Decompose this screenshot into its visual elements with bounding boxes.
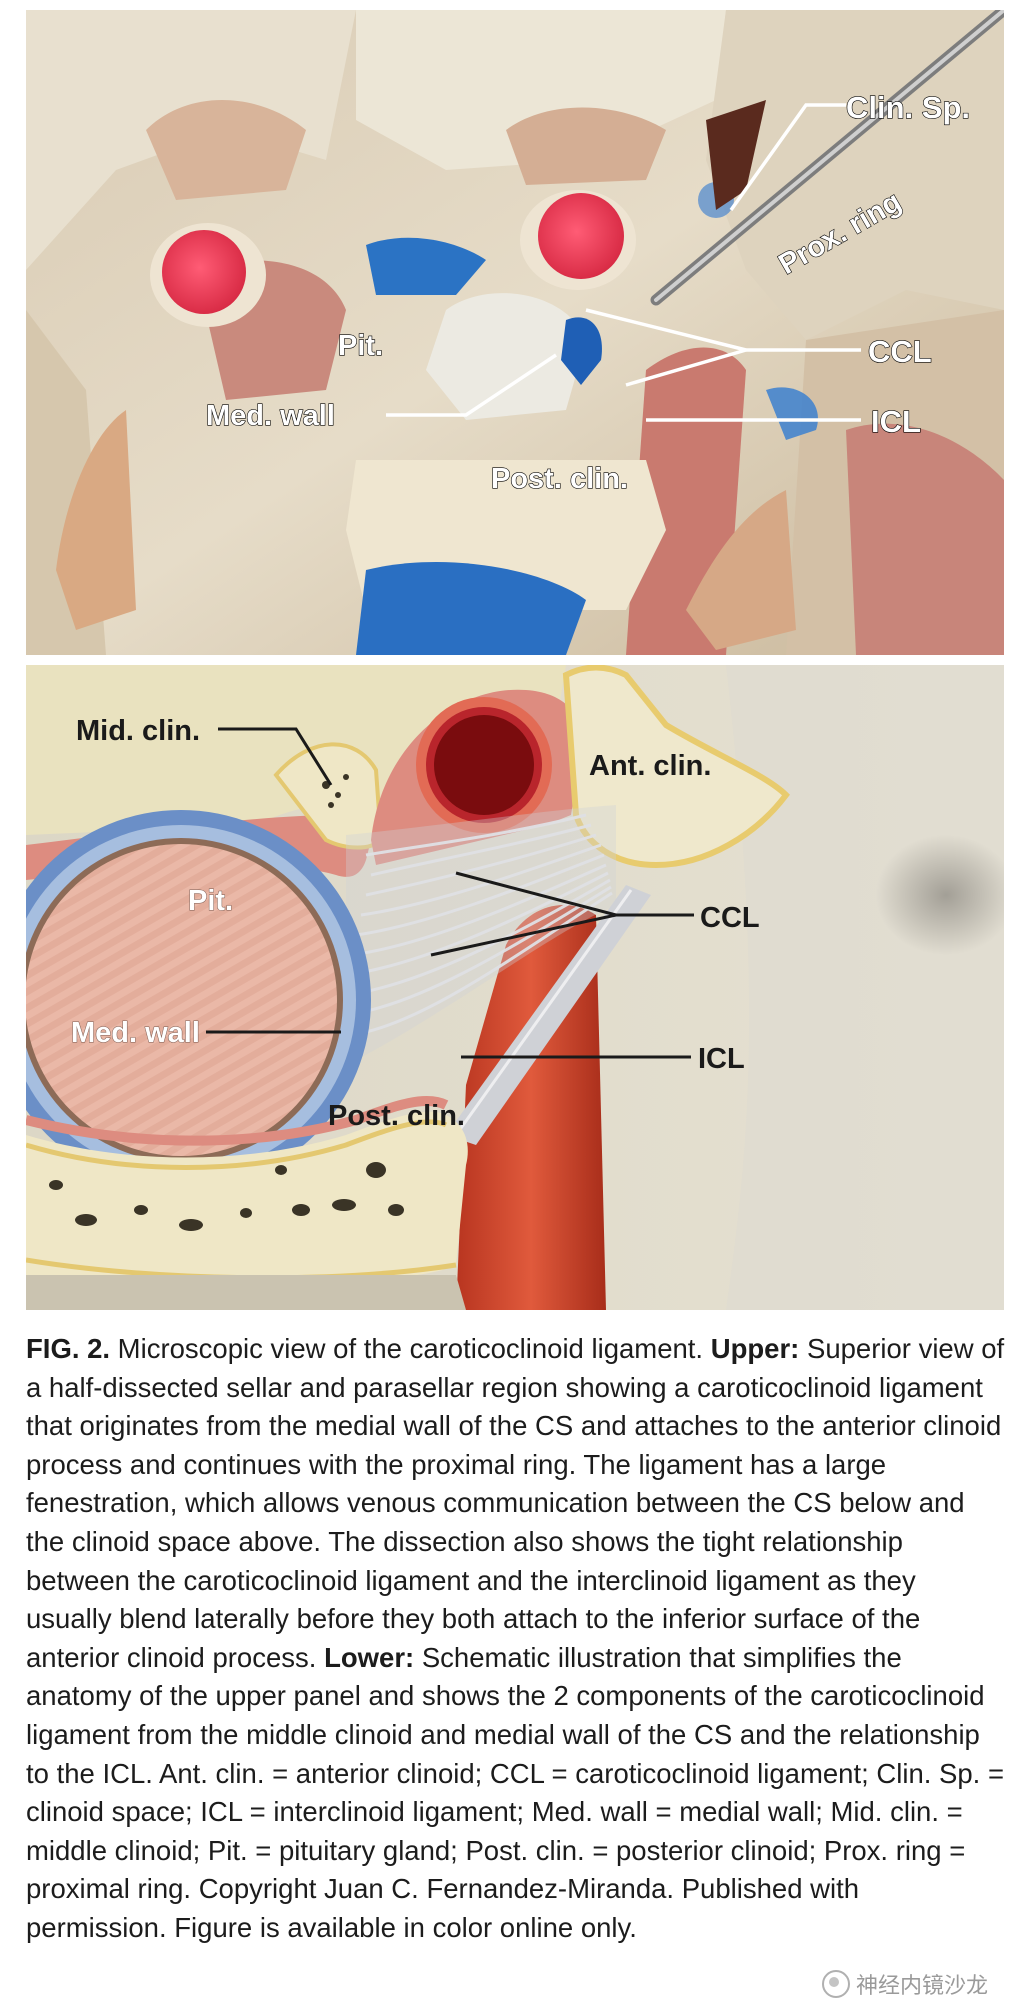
- upper-label-post-clin: Post. clin.: [491, 463, 628, 495]
- lower-panel-schematic: Mid. clin. Ant. clin. Pit. Med. wall CCL…: [26, 665, 1004, 1310]
- lower-label-ccl: CCL: [700, 902, 760, 934]
- lower-label-post-clin: Post. clin.: [328, 1100, 465, 1132]
- caption-lower-label: Lower:: [324, 1641, 415, 1673]
- watermark: 神经内镜沙龙: [822, 1968, 988, 2000]
- figure-caption: FIG. 2. Microscopic view of the carotico…: [26, 1330, 1006, 1948]
- lower-label-icl: ICL: [698, 1043, 745, 1075]
- lower-label-mid-clin: Mid. clin.: [76, 715, 200, 747]
- upper-label-med-wall: Med. wall: [206, 400, 335, 432]
- upper-label-ccl: CCL: [868, 334, 932, 369]
- caption-lower-text: Schematic illustration that simplifies t…: [26, 1641, 1005, 1943]
- caption-intro: Microscopic view of the caroticoclinoid …: [110, 1333, 711, 1364]
- wechat-account-icon: [822, 1970, 850, 1998]
- caption-upper-text: Superior view of a half-dissected sellar…: [26, 1333, 1005, 1673]
- lower-label-ant-clin: Ant. clin.: [589, 750, 711, 782]
- upper-panel-photo: Clin. Sp. Prox. ring Pit. Med. wall CCL …: [26, 10, 1004, 655]
- upper-label-pit: Pit.: [338, 330, 383, 362]
- caption-fig-label: FIG. 2.: [26, 1333, 111, 1364]
- upper-label-clin-sp: Clin. Sp.: [846, 90, 970, 125]
- lower-label-pit: Pit.: [188, 885, 233, 917]
- schematic-illustration: Mid. clin. Ant. clin. Pit. Med. wall CCL…: [26, 665, 1004, 1310]
- upper-label-icl: ICL: [871, 404, 921, 439]
- lower-label-med-wall: Med. wall: [71, 1017, 200, 1049]
- watermark-text: 神经内镜沙龙: [856, 1974, 989, 1999]
- caption-upper-label: Upper:: [710, 1333, 800, 1364]
- dissection-photo: Clin. Sp. Prox. ring Pit. Med. wall CCL …: [26, 10, 1004, 655]
